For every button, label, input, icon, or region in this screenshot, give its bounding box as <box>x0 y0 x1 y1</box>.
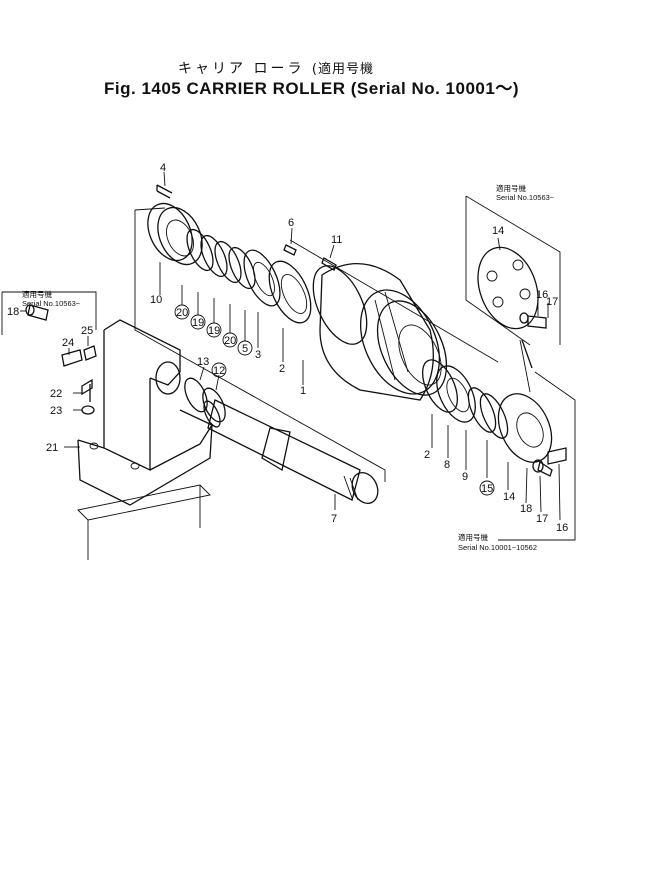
o-ring-part-12 <box>202 374 226 423</box>
callout-labels: 4 6 11 10 20 19 19 20 5 3 2 1 18 25 24 2… <box>7 162 568 534</box>
note-left-jp: 適用号機 <box>22 289 52 299</box>
seal-part-3 <box>243 249 281 348</box>
callout-23: 23 <box>50 405 62 417</box>
callout-14b: 14 <box>492 225 504 237</box>
left-inset-new-serial <box>1 291 97 335</box>
callout-circle-12 <box>211 362 227 378</box>
callout-25: 25 <box>81 325 93 337</box>
callout-2b: 2 <box>424 449 430 461</box>
pin-part-6 <box>283 227 297 256</box>
o-ring-part-15 <box>479 393 509 478</box>
callout-4: 4 <box>160 162 166 174</box>
callout-7: 7 <box>331 513 337 525</box>
callout-5: 5 <box>242 343 248 355</box>
note-right-bottom-serial: Serial No.10001~10562 <box>458 543 537 552</box>
title-jp-applicable: (適用号機 <box>311 62 374 77</box>
note-left-serial: Serial No.10563~ <box>22 299 81 308</box>
callout-10: 10 <box>150 294 162 306</box>
callout-12: 12 <box>213 365 225 377</box>
bolt-part-22 <box>73 378 93 402</box>
callout-8: 8 <box>444 459 450 471</box>
note-right-top-jp: 適用号機 <box>496 183 526 193</box>
callout-24: 24 <box>62 337 74 349</box>
callout-19a: 19 <box>192 317 204 329</box>
callout-18b: 18 <box>520 503 532 515</box>
callout-19b: 19 <box>208 325 220 337</box>
bearing-part-2-left <box>268 260 312 362</box>
callout-circle-19b <box>206 322 222 338</box>
callout-circle-19a <box>190 314 206 330</box>
bolt-part-24 <box>61 348 83 367</box>
cover-part-14-old <box>497 339 553 490</box>
callout-18a: 18 <box>7 306 19 318</box>
pin-part-4 <box>156 171 173 199</box>
callout-3: 3 <box>255 349 261 361</box>
bracket-part-21 <box>64 319 213 560</box>
callout-circle-5 <box>237 340 253 356</box>
callout-circle-15 <box>479 480 495 496</box>
bearing-part-8 <box>436 365 476 458</box>
callout-22: 22 <box>50 388 62 400</box>
callout-21: 21 <box>46 442 58 454</box>
callout-circle-20b <box>222 332 238 348</box>
nut-part-25 <box>83 336 97 361</box>
pin-part-11 <box>321 244 337 271</box>
callout-20b: 20 <box>224 335 236 347</box>
callout-13: 13 <box>197 356 209 368</box>
callout-9: 9 <box>462 471 468 483</box>
collar-part-10 <box>147 202 203 295</box>
bearing-part-2-right <box>422 359 458 448</box>
o-ring-part-13 <box>184 366 208 413</box>
callout-11: 11 <box>331 234 342 246</box>
roller-part-1 <box>302 263 448 401</box>
callout-17b: 17 <box>546 296 558 308</box>
callout-17a: 17 <box>536 513 548 525</box>
callout-15: 15 <box>481 483 493 495</box>
washer-part-23 <box>73 405 95 415</box>
note-right-bottom-jp: 適用号機 <box>458 532 488 542</box>
callout-16a: 16 <box>556 522 568 534</box>
callout-2a: 2 <box>279 363 285 375</box>
bolt-part-16-old <box>547 447 567 521</box>
shaft-part-7 <box>203 399 379 510</box>
pin-near-inset <box>521 339 533 369</box>
note-right-top-serial: Serial No.10563~ <box>496 193 555 202</box>
washer-part-17-18-old <box>525 459 553 513</box>
callout-6: 6 <box>288 217 294 229</box>
title-japanese: キャリア ローラ (適用号機 <box>178 58 374 78</box>
callout-16b: 16 <box>536 289 548 301</box>
title-jp-main: キャリア ローラ <box>178 61 305 77</box>
callout-circle-20a <box>174 304 190 320</box>
figure-title: Fig. 1405 CARRIER ROLLER (Serial No. 100… <box>104 79 519 98</box>
callout-20a: 20 <box>176 307 188 319</box>
frame-old-serial <box>498 371 576 541</box>
callout-14a: 14 <box>503 491 515 503</box>
inset-new-serial <box>465 195 561 346</box>
callout-1: 1 <box>300 385 306 397</box>
